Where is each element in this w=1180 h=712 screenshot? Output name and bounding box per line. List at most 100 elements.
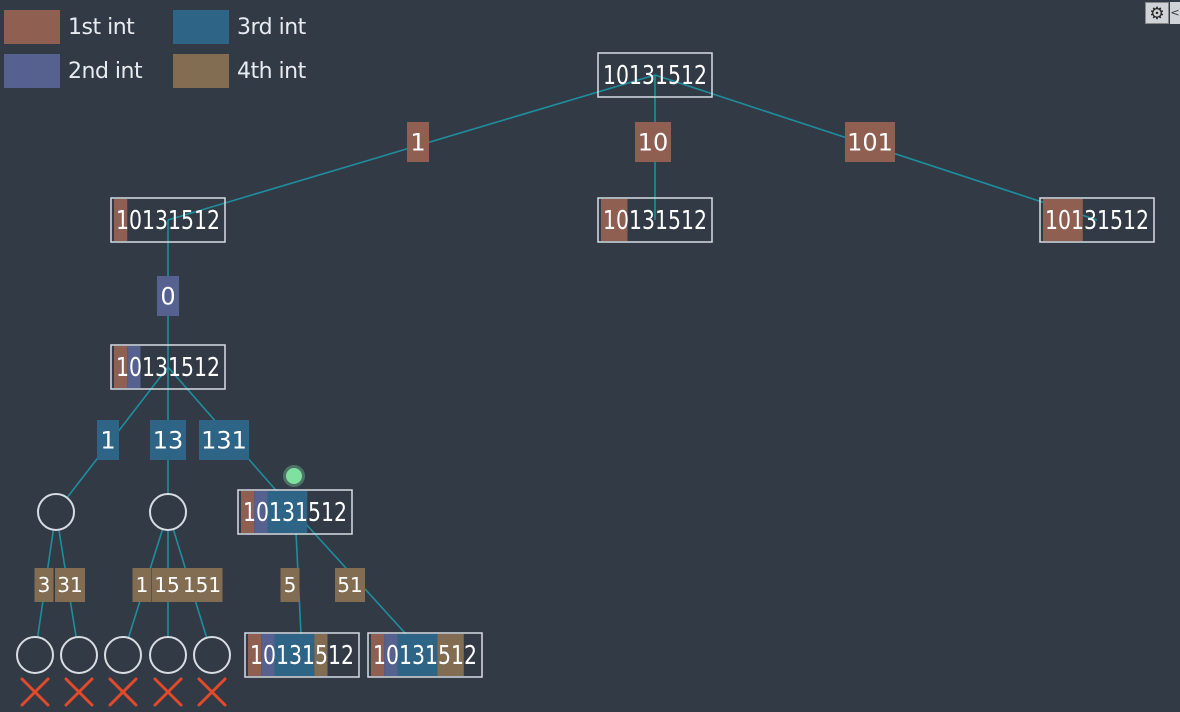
edge-label-text: 3 bbox=[38, 573, 51, 597]
edge-label-background bbox=[157, 276, 179, 316]
chevron-left-icon[interactable]: < bbox=[1170, 2, 1180, 24]
node-border bbox=[1039, 197, 1155, 243]
int-segment-highlight bbox=[261, 634, 275, 676]
node-border bbox=[367, 632, 483, 678]
edge-label-background bbox=[150, 420, 186, 460]
legend-swatch bbox=[173, 54, 229, 88]
node-text: 10131512 bbox=[250, 641, 354, 671]
int-segment-highlight bbox=[248, 634, 262, 676]
int-segment-highlight bbox=[114, 346, 128, 388]
edge-label: 31 bbox=[55, 568, 85, 602]
node-text: 10131512 bbox=[373, 641, 477, 671]
empty-node bbox=[193, 636, 231, 674]
edge-label-text: 13 bbox=[153, 427, 184, 455]
edge-label-text: 15 bbox=[154, 573, 179, 597]
edge-label-text: 1 bbox=[136, 573, 149, 597]
int-segment-highlight bbox=[114, 199, 128, 241]
edge-label-text: 151 bbox=[183, 573, 221, 597]
x-mark-icon bbox=[108, 677, 138, 707]
int-segment-highlight bbox=[254, 491, 268, 533]
edge-label-text: 1 bbox=[100, 427, 115, 455]
tree-node: 10131512 bbox=[110, 197, 226, 243]
empty-node bbox=[149, 493, 187, 531]
tree-node: 10131512 bbox=[1039, 197, 1155, 243]
node-border bbox=[244, 632, 360, 678]
int-segment-highlight bbox=[371, 634, 385, 676]
edge-label-background bbox=[407, 122, 429, 162]
node-text: 10131512 bbox=[603, 206, 707, 236]
tree-node: 10131512 bbox=[597, 197, 713, 243]
edge-label-background bbox=[199, 420, 249, 460]
tree-node: 10131512 bbox=[237, 489, 353, 535]
empty-node bbox=[149, 636, 187, 674]
int-segment-highlight bbox=[437, 634, 464, 676]
legend-label: 2nd int bbox=[68, 58, 143, 84]
int-segment-highlight bbox=[1043, 199, 1083, 241]
gear-icon[interactable]: ⚙ bbox=[1145, 2, 1169, 24]
int-segment-highlight bbox=[274, 634, 315, 676]
edge-label: 5 bbox=[280, 568, 300, 602]
edge-label: 131 bbox=[199, 420, 249, 460]
edge-label-text: 51 bbox=[337, 573, 362, 597]
edge-label-text: 31 bbox=[57, 573, 82, 597]
edge-label-text: 5 bbox=[284, 573, 297, 597]
node-border bbox=[597, 197, 713, 243]
node-border bbox=[110, 344, 226, 390]
node-text: 10131512 bbox=[243, 498, 347, 528]
edge-label-text: 1 bbox=[410, 129, 425, 157]
edge-label-text: 131 bbox=[201, 427, 247, 455]
legend-swatch bbox=[4, 54, 60, 88]
int-segment-highlight bbox=[127, 346, 141, 388]
legend-item: 3rd int bbox=[173, 10, 306, 44]
node-border bbox=[597, 52, 713, 98]
legend-label: 1st int bbox=[68, 14, 135, 40]
legend-item: 2nd int bbox=[4, 54, 143, 88]
int-segment-highlight bbox=[267, 491, 308, 533]
x-mark-icon bbox=[197, 677, 227, 707]
edge-label-background bbox=[845, 122, 895, 162]
edge-label-text: 10 bbox=[638, 129, 669, 157]
empty-node bbox=[16, 636, 54, 674]
x-mark-icon bbox=[20, 677, 50, 707]
edge-label: 101 bbox=[845, 122, 895, 162]
int-segment-highlight bbox=[601, 199, 628, 241]
legend-label: 4th int bbox=[237, 58, 306, 84]
edge-label-background bbox=[34, 568, 54, 602]
node-text: 10131512 bbox=[116, 353, 220, 383]
edge-label: 1 bbox=[407, 122, 429, 162]
edge-label: 151 bbox=[181, 568, 223, 602]
edge-label-text: 0 bbox=[160, 283, 175, 311]
edge-label: 10 bbox=[635, 122, 671, 162]
edge-label-background bbox=[152, 568, 182, 602]
int-segment-highlight bbox=[384, 634, 398, 676]
edge-label-background bbox=[132, 568, 152, 602]
node-text: 10131512 bbox=[603, 61, 707, 91]
tree-node: 10131512 bbox=[244, 632, 360, 678]
legend-swatch bbox=[173, 10, 229, 44]
tree-node: 10131512 bbox=[597, 52, 713, 98]
tree-node: 10131512 bbox=[367, 632, 483, 678]
legend-label: 3rd int bbox=[237, 14, 306, 40]
empty-node bbox=[37, 493, 75, 531]
edge-label: 0 bbox=[157, 276, 179, 316]
edge-label-background bbox=[335, 568, 365, 602]
x-mark-icon bbox=[153, 677, 183, 707]
edge-label: 3 bbox=[34, 568, 54, 602]
node-text: 10131512 bbox=[1045, 206, 1149, 236]
int-segment-highlight bbox=[314, 634, 328, 676]
edge-label: 1 bbox=[97, 420, 119, 460]
edge-label-background bbox=[280, 568, 300, 602]
cursor-marker-core bbox=[286, 468, 302, 484]
edge-label-background bbox=[55, 568, 85, 602]
int-segment-highlight bbox=[241, 491, 255, 533]
x-mark-icon bbox=[64, 677, 94, 707]
edge-label: 15 bbox=[152, 568, 182, 602]
empty-node bbox=[60, 636, 98, 674]
int-segment-highlight bbox=[397, 634, 438, 676]
node-border bbox=[110, 197, 226, 243]
node-border bbox=[237, 489, 353, 535]
legend-item: 4th int bbox=[173, 54, 306, 88]
node-text: 10131512 bbox=[116, 206, 220, 236]
tree-node: 10131512 bbox=[110, 344, 226, 390]
